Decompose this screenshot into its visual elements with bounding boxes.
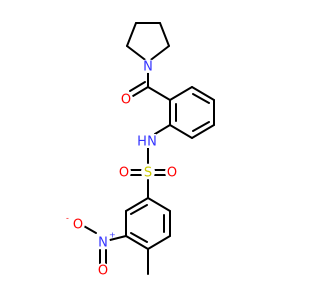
atom-o-nitro-lower-label: O <box>98 264 108 279</box>
atom-o-sulfonyl-left-label: O <box>119 166 129 181</box>
bond-ring1-2b <box>192 93 210 104</box>
molecule-svg: N O H N S O <box>66 22 215 279</box>
bond-ring2-4 <box>147 235 171 250</box>
bond-carbonyl-ring <box>147 86 171 101</box>
atom-o-sulfonyl-left: O <box>117 165 131 181</box>
bond-ring-nitro <box>109 235 127 241</box>
atom-n-nitro: N + <box>96 231 116 251</box>
bond-pyrrolidine-5 <box>147 45 170 63</box>
atom-o-nitro-lower: O <box>96 263 110 279</box>
atom-n-nitro-charge: + <box>109 231 116 240</box>
bond-ring2-3 <box>125 235 149 250</box>
bond-pyrrolidine-1 <box>126 45 149 63</box>
bond-ring2-6 <box>147 197 171 212</box>
bond-ring2-1 <box>125 197 149 212</box>
bond-ring1-5 <box>169 124 193 139</box>
bond-ring1-1 <box>169 86 193 101</box>
bond-carbonyl-o-2 <box>129 81 146 92</box>
atom-o-nitro-upper: O - <box>66 214 85 233</box>
atom-nh-label: N <box>147 135 157 150</box>
atom-o-sulfonyl-right: O <box>165 165 179 181</box>
atom-s-label: S <box>144 166 152 181</box>
atoms: N O H N S O <box>66 59 179 279</box>
bond-ring1-2 <box>191 86 215 101</box>
atom-n-nitro-label: N <box>98 236 108 251</box>
atom-o-nitro-upper-charge: - <box>66 214 69 223</box>
bond-ring2-1b <box>130 204 148 215</box>
atom-o-sulfonyl-right-label: O <box>167 166 177 181</box>
bond-carbonyl-o-1 <box>132 86 149 97</box>
atom-o-carbonyl: O <box>119 92 133 108</box>
molecule-structure: N O H N S O <box>66 22 215 279</box>
atom-h-label: H <box>137 135 147 150</box>
bond-pyrrolidine-2 <box>126 22 137 47</box>
bond-ring2-3b <box>130 232 148 243</box>
atom-o-nitro-upper-label: O <box>73 218 83 233</box>
atom-n-pyrrolidine-label: N <box>143 60 153 75</box>
bond-ring-nh <box>154 124 171 135</box>
bond-pyrrolidine-4 <box>159 22 170 47</box>
bond-ring1-4 <box>191 124 215 139</box>
atom-o-carbonyl-label: O <box>121 93 131 108</box>
bond-ring1-4b <box>192 121 210 132</box>
atom-s: S <box>141 165 155 181</box>
atom-n-pyrrolidine: N <box>141 59 155 75</box>
atom-nh: H N <box>134 134 157 150</box>
